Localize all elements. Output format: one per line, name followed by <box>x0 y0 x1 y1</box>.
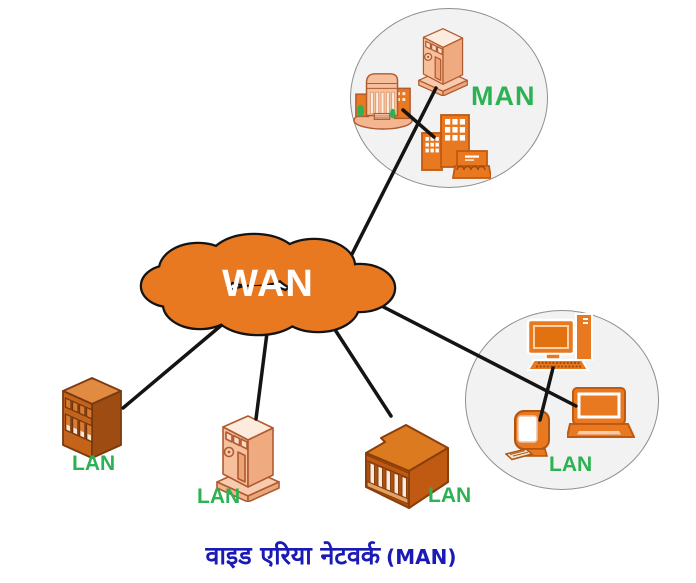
diagram-caption: वाइड एरिया नेटवर्क(MAN) <box>206 538 457 572</box>
lan-label-left: LAN <box>72 452 116 475</box>
wan-label: WAN <box>222 263 314 305</box>
wan-cloud-icon <box>136 228 400 342</box>
tower-building-icon <box>417 24 469 96</box>
tower-building-icon <box>215 410 281 502</box>
caption-hindi-text: वाइड एरिया नेटवर्क <box>205 541 381 570</box>
desktop-computer-icon <box>526 312 596 374</box>
lan-label-computers: LAN <box>549 453 593 476</box>
office-block-building-icon <box>419 108 491 180</box>
lan-label-right: LAN <box>428 484 472 507</box>
lan-label-middle: LAN <box>197 485 241 508</box>
laptop-icon <box>567 386 635 441</box>
warehouse-building-icon <box>59 374 125 460</box>
bank-building-icon <box>358 408 452 512</box>
man-label: MAN <box>471 81 536 111</box>
city-hall-building-icon <box>352 66 414 132</box>
caption-suffix-text: (MAN) <box>386 545 457 569</box>
